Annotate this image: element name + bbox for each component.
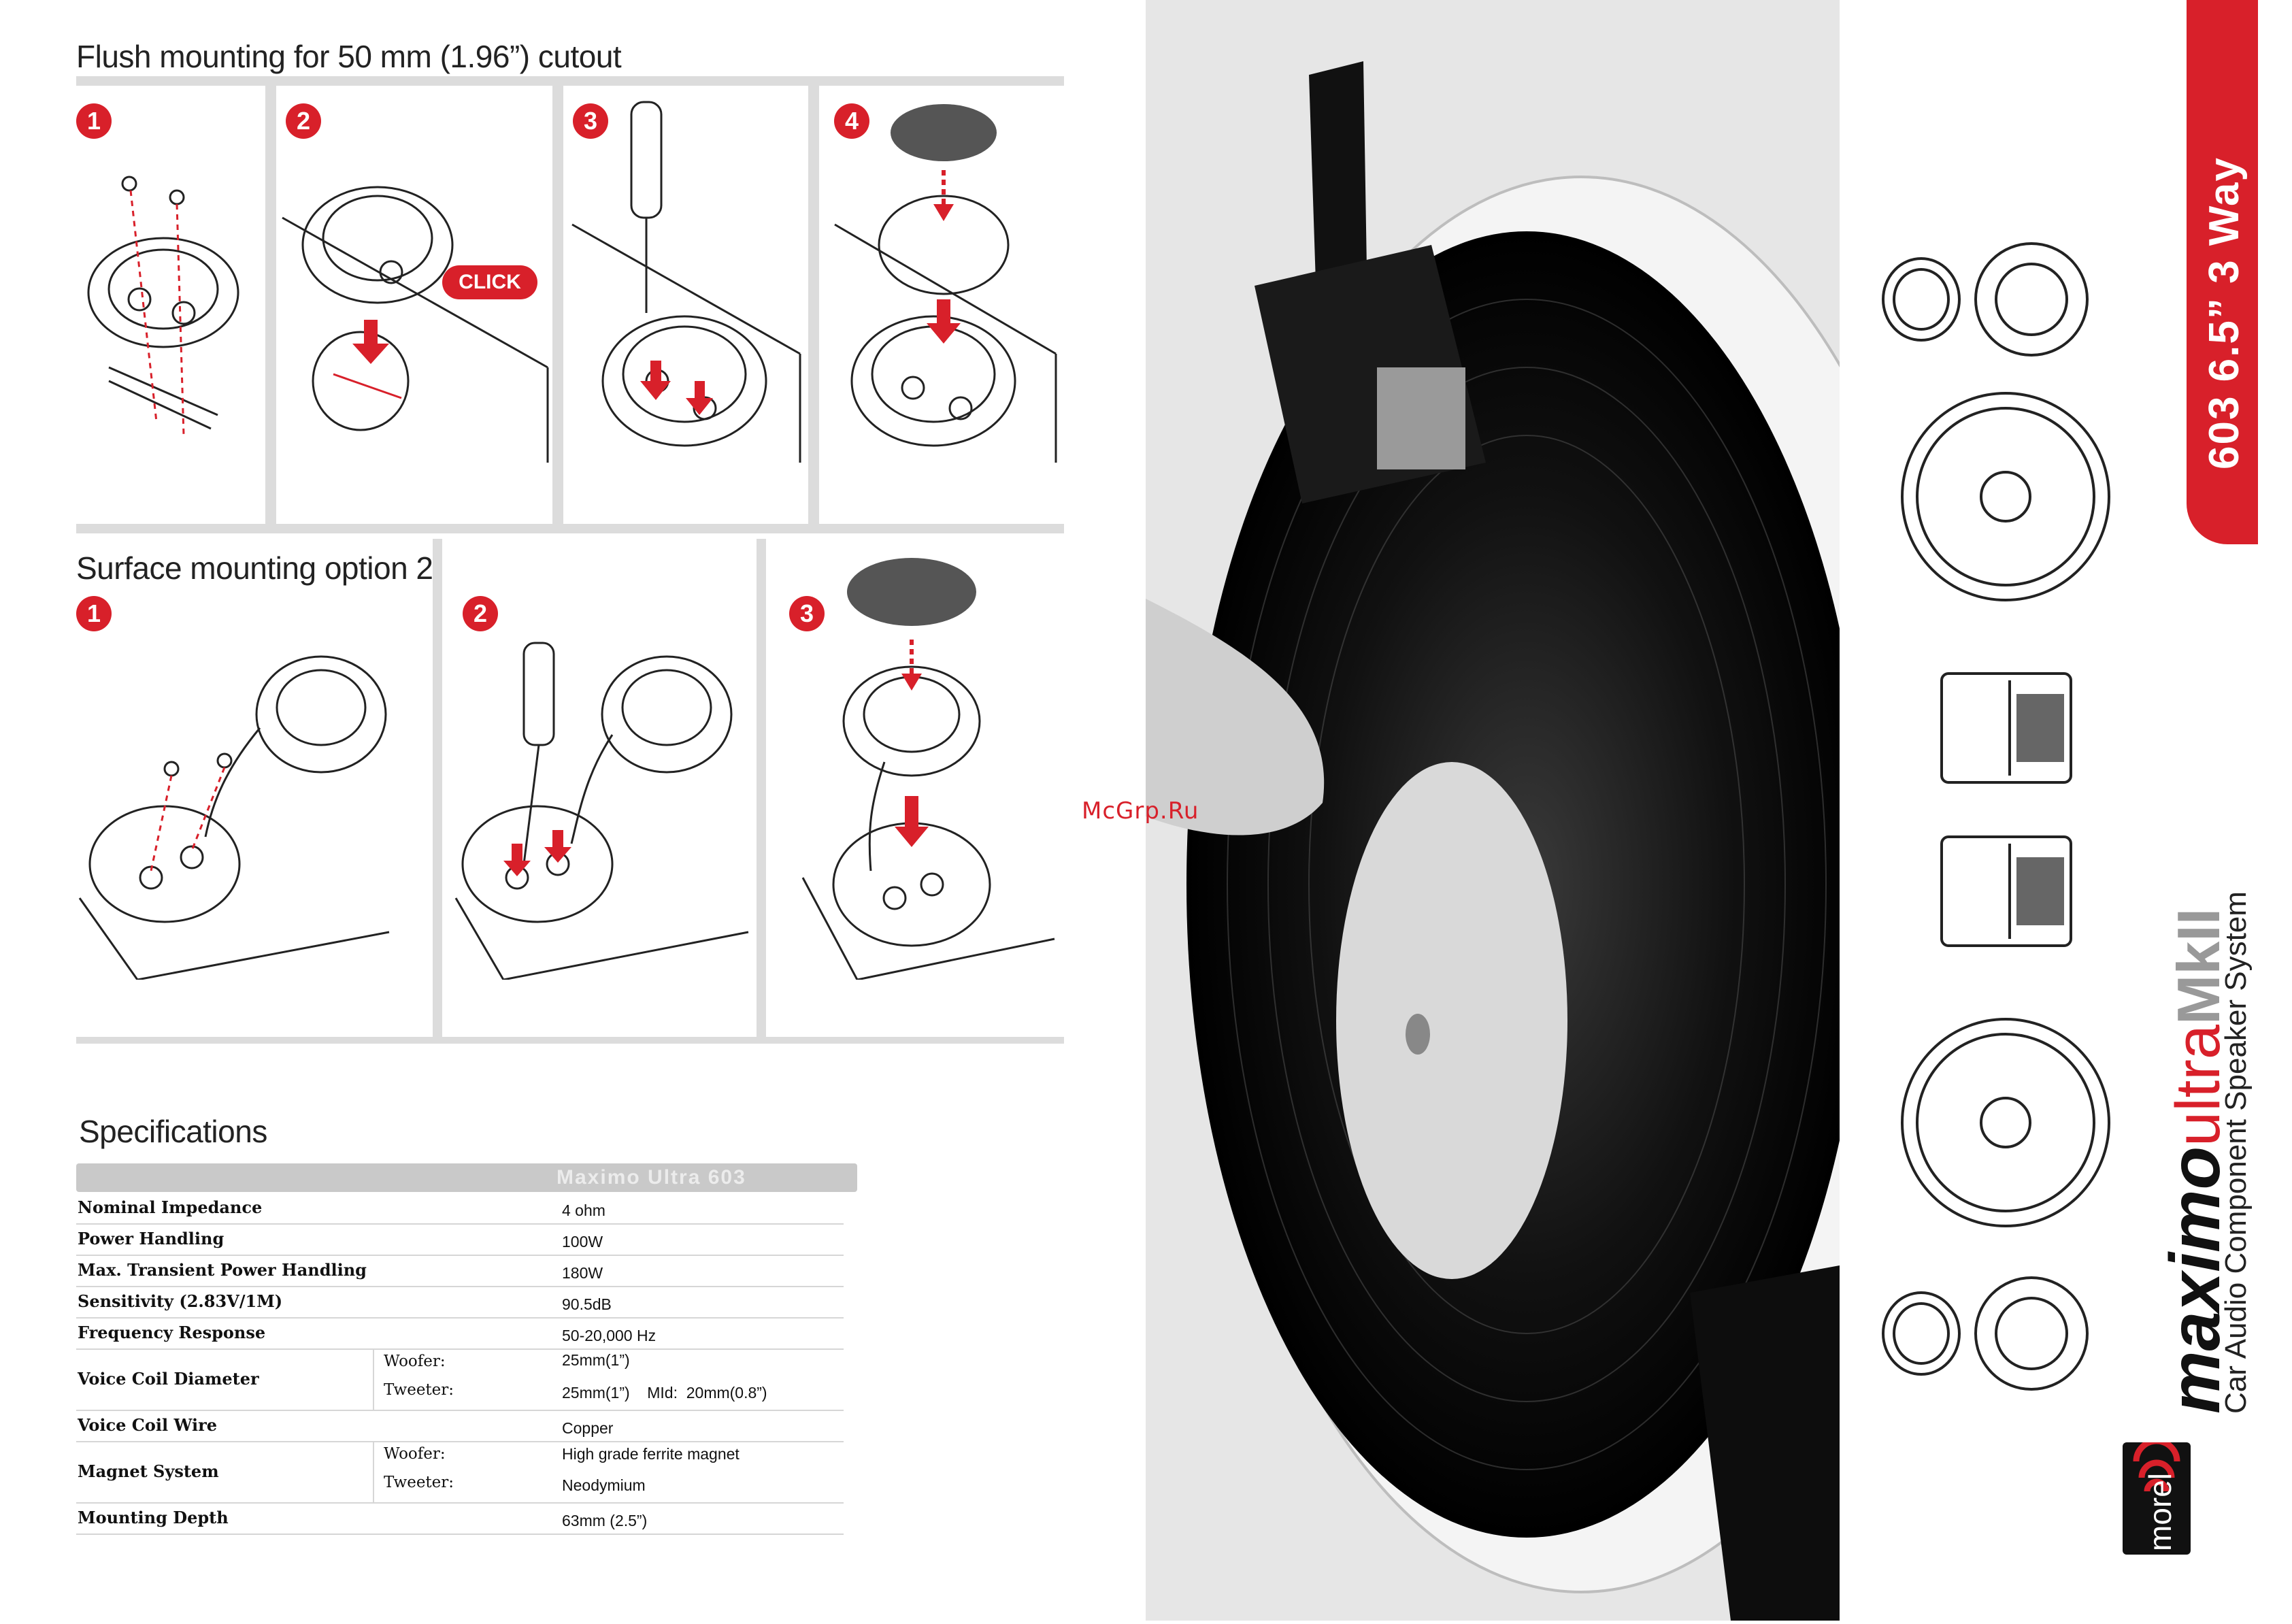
panel-divider xyxy=(552,86,563,528)
spec-model-header: Maximo Ultra 603 xyxy=(557,1166,746,1189)
table-row: Nominal Impedance 4 ohm xyxy=(76,1192,844,1225)
spec-label: Nominal Impedance xyxy=(78,1197,263,1217)
table-row: Max. Transient Power Handling 180W xyxy=(76,1255,844,1287)
spec-label: Magnet System xyxy=(78,1461,219,1481)
table-row: Voice Coil Wire Copper xyxy=(76,1410,844,1442)
spec-label: Power Handling xyxy=(78,1229,225,1248)
spec-sub-label: Tweeter: xyxy=(384,1381,454,1399)
panel-divider xyxy=(808,86,819,528)
spec-value: 25mm(1”) MId: 20mm(0.8”) xyxy=(562,1384,767,1402)
spec-value: Neodymium xyxy=(562,1476,646,1494)
spec-value: 63mm (2.5”) xyxy=(562,1512,648,1529)
product-images-column xyxy=(1840,0,2125,1621)
panel-divider xyxy=(433,539,442,1042)
watermark-text: McGrp.Ru xyxy=(1082,797,1199,825)
table-row: Mounting Depth 63mm (2.5”) xyxy=(76,1502,844,1535)
model-tab: 603 6.5” 3 Way xyxy=(2187,0,2258,544)
click-label: CLICK xyxy=(459,271,521,293)
table-row: Power Handling 100W xyxy=(76,1223,844,1256)
turntable-photo xyxy=(1146,0,1840,1621)
panel-divider xyxy=(757,539,766,1042)
morel-logo: morel xyxy=(2123,1438,2191,1555)
table-row: Magnet System Woofer: High grade ferrite… xyxy=(76,1441,844,1504)
spec-sub-divider xyxy=(373,1441,374,1502)
spec-sub-divider xyxy=(373,1348,374,1410)
flush-step-2-badge: 2 xyxy=(286,103,321,139)
surface-step-3-badge: 3 xyxy=(789,596,825,631)
flush-step-3-badge: 3 xyxy=(573,103,608,139)
spec-label: Max. Transient Power Handling xyxy=(78,1260,367,1280)
flush-mounting-title: Flush mounting for 50 mm (1.96”) cutout xyxy=(76,39,622,74)
spec-table: Nominal Impedance 4 ohm Power Handling 1… xyxy=(76,1192,844,1546)
flush-bottom-rule xyxy=(76,524,1064,533)
surface-step-3-illustration xyxy=(782,558,1061,981)
flush-step-3-illustration xyxy=(569,95,807,463)
spec-sub-label: Woofer: xyxy=(384,1353,446,1370)
spec-value: 4 ohm xyxy=(562,1202,605,1219)
surface-step-1-illustration xyxy=(76,653,430,981)
flush-step-1-badge: 1 xyxy=(76,103,112,139)
spec-value: 100W xyxy=(562,1233,603,1250)
brand-subtitle: Car Audio Component Speaker System xyxy=(2219,891,2253,1414)
spec-label: Voice Coil Wire xyxy=(78,1415,218,1435)
spec-label: Mounting Depth xyxy=(78,1508,229,1527)
surface-mounting-title: Surface mounting option 2 xyxy=(76,550,433,586)
spec-value: High grade ferrite magnet xyxy=(562,1445,740,1463)
surface-bottom-rule xyxy=(76,1037,1064,1044)
spec-value: 50-20,000 Hz xyxy=(562,1327,657,1344)
morel-logo-text: morel xyxy=(2142,1472,2178,1551)
flush-step-4-illustration xyxy=(825,95,1063,463)
spec-sub-label: Tweeter: xyxy=(384,1474,454,1491)
surface-step-2-badge: 2 xyxy=(463,596,498,631)
spec-label: Voice Coil Diameter xyxy=(78,1369,259,1389)
table-row: Voice Coil Diameter Woofer: 25mm(1”) Twe… xyxy=(76,1348,844,1411)
flush-step-2-illustration xyxy=(279,136,551,463)
spec-value: 90.5dB xyxy=(562,1295,612,1313)
panel-divider xyxy=(265,86,276,528)
surface-step-2-illustration xyxy=(449,640,755,981)
spec-sub-label: Woofer: xyxy=(384,1445,446,1463)
spec-table-header: Maximo Ultra 603 xyxy=(76,1163,857,1192)
flush-title-rule xyxy=(76,76,1064,86)
surface-step-1-badge: 1 xyxy=(76,596,112,631)
flush-step-4-badge: 4 xyxy=(834,103,869,139)
model-tab-text: 603 6.5” 3 Way xyxy=(2201,156,2248,469)
spec-label: Sensitivity (2.83V/1M) xyxy=(78,1291,283,1311)
table-row: Sensitivity (2.83V/1M) 90.5dB xyxy=(76,1286,844,1319)
flush-step-1-illustration xyxy=(82,150,259,463)
spec-value: Copper xyxy=(562,1419,614,1437)
specifications-title: Specifications xyxy=(79,1114,267,1149)
click-callout: CLICK xyxy=(442,265,537,299)
spec-value: 25mm(1”) xyxy=(562,1351,630,1369)
spec-value: 180W xyxy=(562,1264,603,1282)
spec-label: Frequency Response xyxy=(78,1323,266,1342)
table-row: Frequency Response 50-20,000 Hz xyxy=(76,1317,844,1350)
